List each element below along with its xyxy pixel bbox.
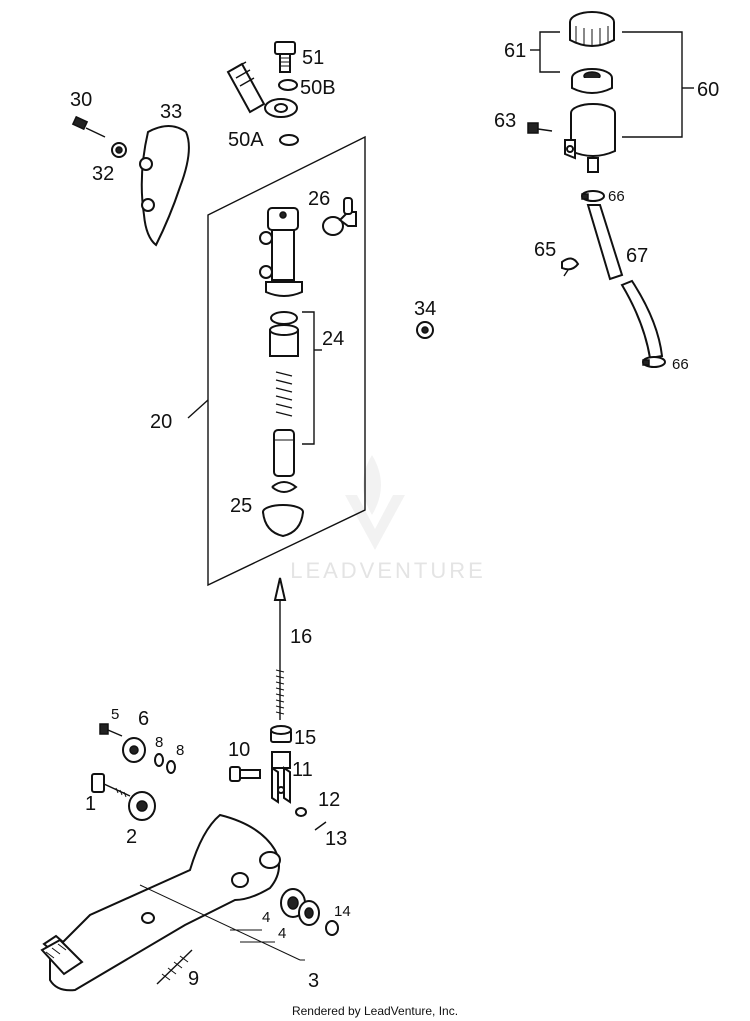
clevis-11 [271, 751, 291, 804]
return-spring-9 [156, 949, 193, 985]
bracket-61 [539, 31, 560, 73]
bushing-2 [128, 791, 156, 821]
callout-24: 24 [322, 328, 344, 350]
callout-9: 9 [188, 968, 199, 990]
callout-33: 33 [160, 101, 182, 123]
callout-12: 12 [318, 789, 340, 811]
washer-50b [278, 79, 298, 91]
screw-5 [99, 723, 123, 737]
nut-32 [111, 142, 127, 158]
master-cylinder-body [259, 207, 303, 297]
cotter-pin-13 [314, 821, 327, 831]
callout-2: 2 [126, 826, 137, 848]
callout-5: 5 [111, 706, 119, 723]
callout-30: 30 [70, 89, 92, 111]
watermark-logo [345, 455, 405, 550]
bushing-6 [122, 737, 146, 763]
bolt-1 [91, 773, 131, 798]
callout-8a: 8 [155, 734, 163, 751]
callout-8b: 8 [176, 742, 184, 759]
callout-4b: 4 [278, 925, 286, 942]
callout-13: 13 [325, 828, 347, 850]
elbow-fitting-26 [322, 197, 357, 236]
callout-63: 63 [494, 110, 516, 132]
callout-10: 10 [228, 739, 250, 761]
master-cylinder-frame [207, 135, 366, 587]
footer-credit: Rendered by LeadVenture, Inc. [292, 1004, 458, 1018]
callout-25: 25 [230, 495, 252, 517]
callout-32: 32 [92, 163, 114, 185]
watermark-text: LEADVENTURE [290, 558, 486, 583]
callout-50a: 50A [228, 129, 264, 151]
callout-51: 51 [302, 47, 324, 69]
o-ring [270, 311, 298, 325]
reservoir-cap [569, 11, 615, 47]
washer-8a [154, 753, 164, 767]
hose-clamp-bottom [642, 356, 666, 368]
callout-34: 34 [414, 298, 436, 320]
spring [275, 371, 293, 417]
pin-10 [229, 766, 261, 782]
callout-15: 15 [294, 727, 316, 749]
sleeve [269, 324, 299, 357]
washer-12 [295, 807, 307, 817]
brake-pedal-3 [40, 813, 281, 992]
push-rod-16 [273, 577, 287, 720]
nut-15 [270, 725, 292, 743]
callout-3: 3 [308, 970, 319, 992]
leader-3 [139, 884, 301, 961]
cover-33 [139, 125, 190, 247]
callout-11: 11 [292, 759, 313, 781]
brake-hose [226, 61, 298, 118]
callout-60: 60 [697, 79, 719, 101]
piston [273, 429, 295, 477]
nut-34 [416, 321, 434, 339]
bracket-24 [302, 311, 315, 445]
callout-1: 1 [85, 793, 96, 815]
bearing-4b [298, 900, 320, 926]
callout-61: 61 [504, 40, 526, 62]
reservoir-body [564, 103, 616, 173]
callout-16: 16 [290, 626, 312, 648]
callout-66-bottom: 66 [672, 356, 689, 373]
banjo-bolt [274, 41, 296, 73]
callout-26: 26 [308, 188, 330, 210]
washer-50a [279, 134, 299, 146]
washer-8b [166, 760, 176, 774]
callout-50b: 50B [300, 77, 336, 99]
callout-65: 65 [534, 239, 556, 261]
leader-20 [187, 399, 209, 419]
bolt-30 [71, 115, 106, 138]
hose-clamp-top [581, 190, 605, 202]
circlip [271, 481, 298, 493]
callout-20: 20 [150, 411, 172, 433]
callout-66-top: 66 [608, 188, 625, 205]
bracket-60 [622, 31, 683, 138]
callout-14: 14 [334, 903, 351, 920]
callout-67: 67 [626, 245, 648, 267]
hose-67 [586, 204, 664, 360]
clip-65 [561, 257, 580, 277]
washer-14 [325, 920, 339, 936]
reservoir-diaphragm [571, 68, 613, 94]
dust-boot-25 [262, 504, 304, 538]
callout-6: 6 [138, 708, 149, 730]
callout-4a: 4 [262, 909, 270, 926]
bolt-63 [527, 122, 553, 134]
